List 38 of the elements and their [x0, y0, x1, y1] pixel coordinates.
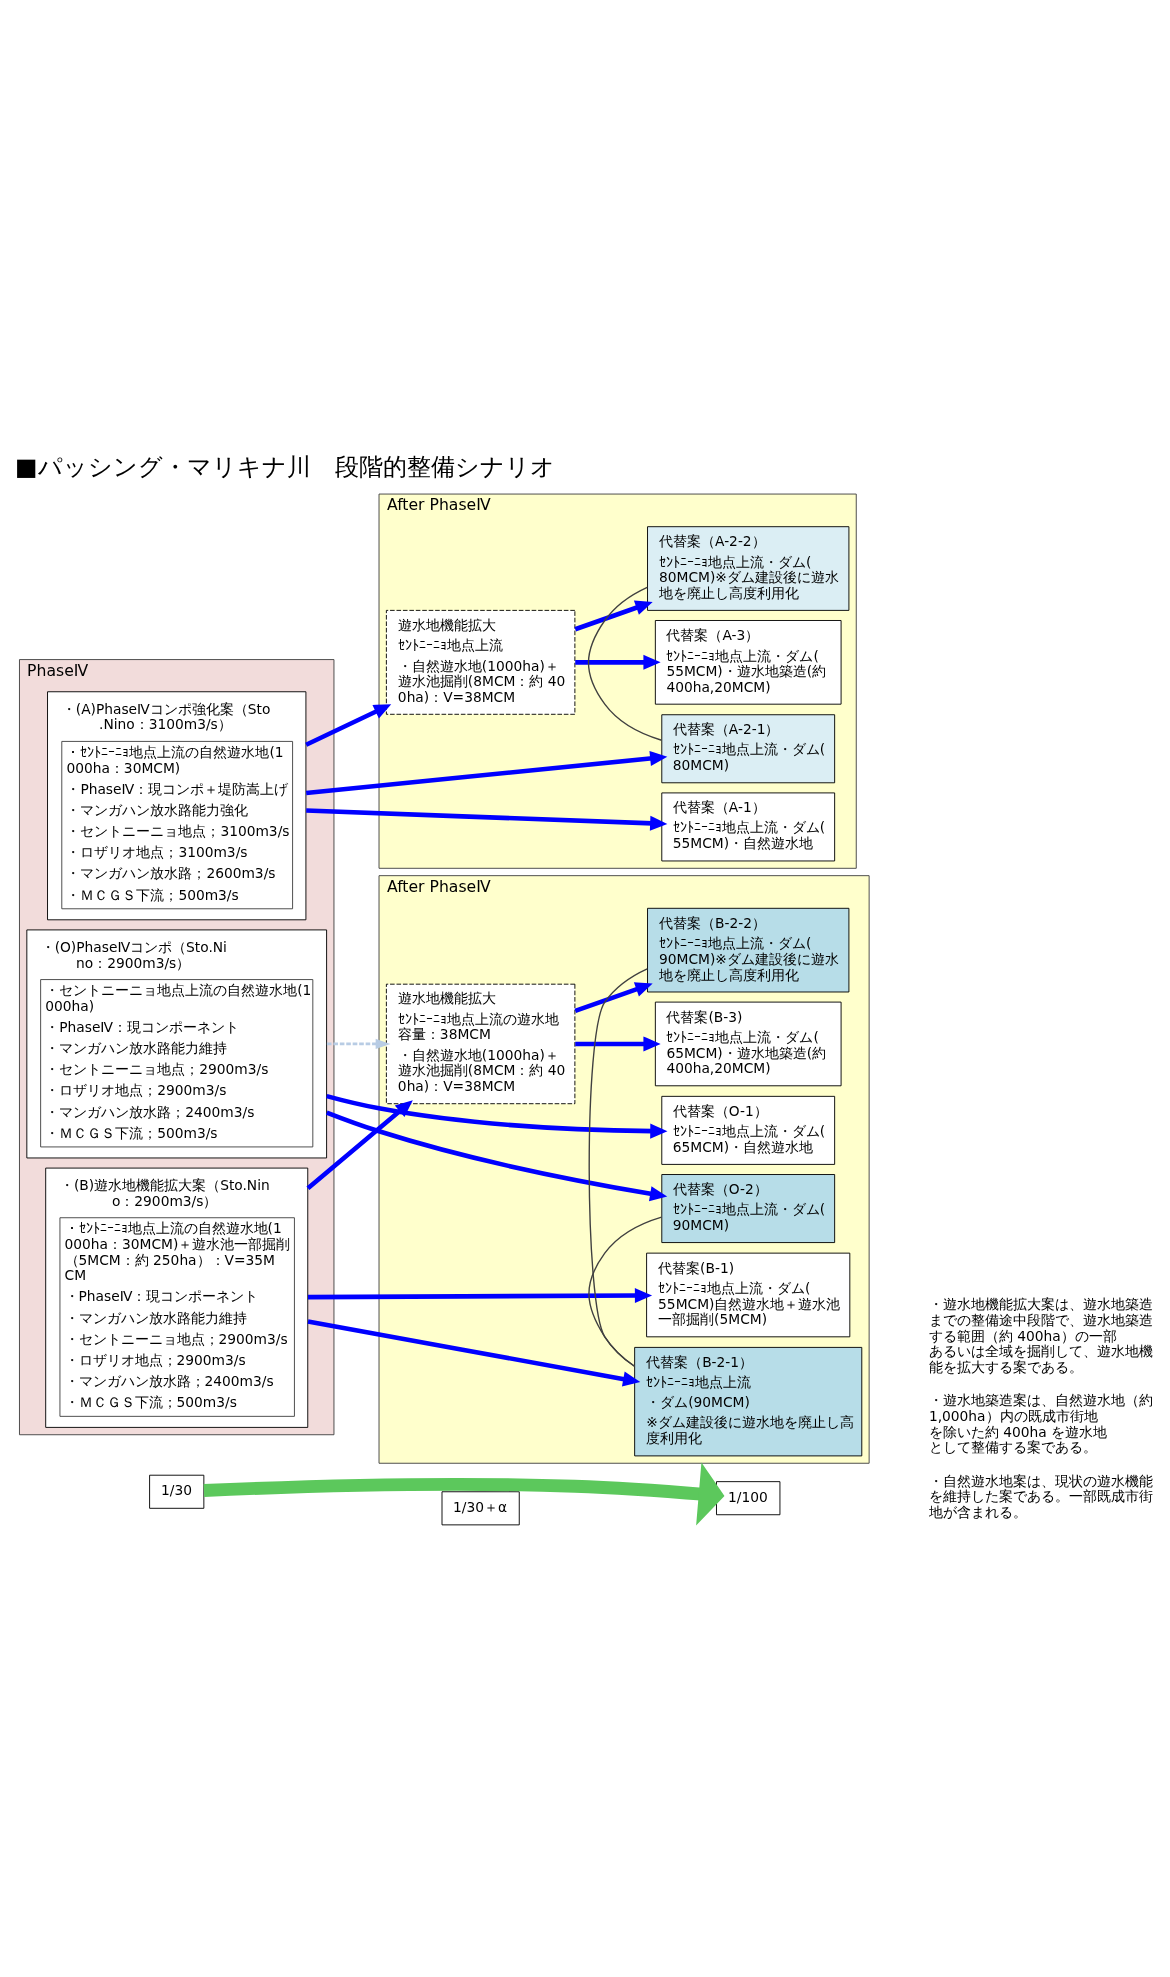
node-box: 代替案（A-1） ｾﾝﾄﾆｰﾆｮ地点上流・ダム(55MCM)・自然遊水地 — [661, 791, 836, 861]
arrow — [306, 807, 668, 831]
node-box: ・(O)PhaseⅣコンポ（Sto.Nino：2900m3/s） ・セントニーニョ地点上流の自然遊水地(1000ha) ・PhaseⅣ：現コンポーネント ・マンガハン放水路能力維持 ・セントニーニョ地点；2900m3/s ・ロザリオ地点；2900m3/s ・マンガハン放水路；2400m3/s ・ＭＣＧＳ下流；500m3/s — [26, 928, 328, 1158]
node-box: 遊水地機能拡大 ｾﾝﾄﾆｰﾆｮ地点上流の遊水地容量：38MCM ・自然遊水地(1000ha)＋遊水池掘削(8MCM：約 400ha)：V=38MCM — [385, 983, 576, 1104]
node-box: 代替案（A-2-2） ｾﾝﾄﾆｰﾆｮ地点上流・ダム(80MCM)※ダム建設後に遊水地を廃止し高度利用化 — [647, 525, 850, 611]
arrow — [305, 750, 668, 795]
arrow — [575, 1035, 661, 1051]
node-box: ・(B)遊水地機能拡大案（Sto.Nino：2900m3/s） ・ｾﾝﾄﾆｰﾆｮ地点上流の自然遊水地(1000ha：30MCM)＋遊水池一部掘削（5MCM：約 250ha）：V=35MCM ・PhaseⅣ：現コンポーネント ・マンガハン放水路能力維持 ・セントニーニョ地点；2900m3/s ・ロザリオ地点；2900m3/s ・マンガハン放水路；2400m3/s ・ＭＣＧＳ下流；500m3/s — [45, 1167, 309, 1428]
node-box: 代替案（O-1） ｾﾝﾄﾆｰﾆｮ地点上流・ダム(65MCM)・自然遊水地 — [661, 1095, 836, 1165]
node-box: 代替案（O-2） ｾﾝﾄﾆｰﾆｮ地点上流・ダム(90MCM) — [661, 1173, 836, 1243]
arrow — [574, 600, 653, 631]
arrow — [203, 1461, 725, 1525]
label: ・自然遊水地案は、現状の遊水機能を維持した案である。一部既成市街地が含まれる。 — [928, 1472, 1153, 1520]
arrow — [306, 1099, 413, 1190]
label: ・遊水地築造案は、自然遊水地（約 1,000ha）内の既成市街地を除いた約 400ha を遊水地として整備する案である。 — [928, 1391, 1153, 1455]
arrow — [575, 654, 661, 670]
arrow — [305, 703, 392, 747]
connector — [588, 967, 648, 1367]
label: ・遊水地機能拡大案は、遊水地築造までの整備途中段階で、遊水地築造する範囲（約 400ha）の一部あるいは全域を掘削して、遊水地機能を拡大する案である。 — [928, 1295, 1153, 1375]
node-box: 1/100 — [716, 1480, 781, 1515]
node-box: ・(A)PhaseⅣコンポ強化案（Sto.Nino：3100m3/s） ・ｾﾝﾄﾆｰﾆｮ地点上流の自然遊水地(1000ha：30MCM) ・PhaseⅣ：現コンポ＋堤防嵩上げ ・マンガハン放水路能力強化 ・セントニーニョ地点；3100m3/s ・ロザリオ地点；3100m3/s ・マンガハン放水路；2600m3/s ・ＭＣＧＳ下流；500m3/s — [47, 690, 307, 920]
arrow — [574, 981, 653, 1013]
node-box: 1/30＋α — [441, 1490, 520, 1525]
node-box: 代替案(B-3) ｾﾝﾄﾆｰﾆｮ地点上流・ダム(65MCM)・遊水地築造(約 400ha,20MCM) — [654, 1001, 842, 1086]
node-box: 代替案（B-2-1） ｾﾝﾄﾆｰﾆｮ地点上流 ・ダム(90MCM) ※ダム建設後に遊水地を廃止し高度利用化 — [634, 1346, 863, 1456]
node-box: 代替案（A-3） ｾﾝﾄﾆｰﾆｮ地点上流・ダム(55MCM)・遊水地築造(約 400ha,20MCM) — [654, 619, 842, 705]
node-box: 代替案(B-1) ｾﾝﾄﾆｰﾆｮ地点上流・ダム(55MCM)自然遊水地＋遊水池一部掘削(5MCM) — [646, 1252, 851, 1337]
diagram-title: ■パッシング・マリキナ川 段階的整備シナリオ — [14, 452, 555, 481]
arrow — [326, 1093, 668, 1139]
arrow — [325, 1109, 668, 1201]
node-box: 1/30 — [149, 1474, 205, 1509]
arrow — [307, 1318, 641, 1386]
connector — [587, 586, 663, 741]
arrow — [307, 1287, 653, 1303]
node-box: 代替案（B-2-2） ｾﾝﾄﾆｰﾆｮ地点上流・ダム(90MCM)※ダム建設後に遊水地を廃止し高度利用化 — [647, 907, 850, 992]
node-box: 遊水地機能拡大 ｾﾝﾄﾆｰﾆｮ地点上流 ・自然遊水地(1000ha)＋遊水池掘削(8MCM：約 400ha)：V=38MCM — [385, 609, 576, 715]
arrow — [326, 1038, 391, 1049]
node-box: 代替案（A-2-1） ｾﾝﾄﾆｰﾆｮ地点上流・ダム(80MCM) — [661, 713, 836, 783]
